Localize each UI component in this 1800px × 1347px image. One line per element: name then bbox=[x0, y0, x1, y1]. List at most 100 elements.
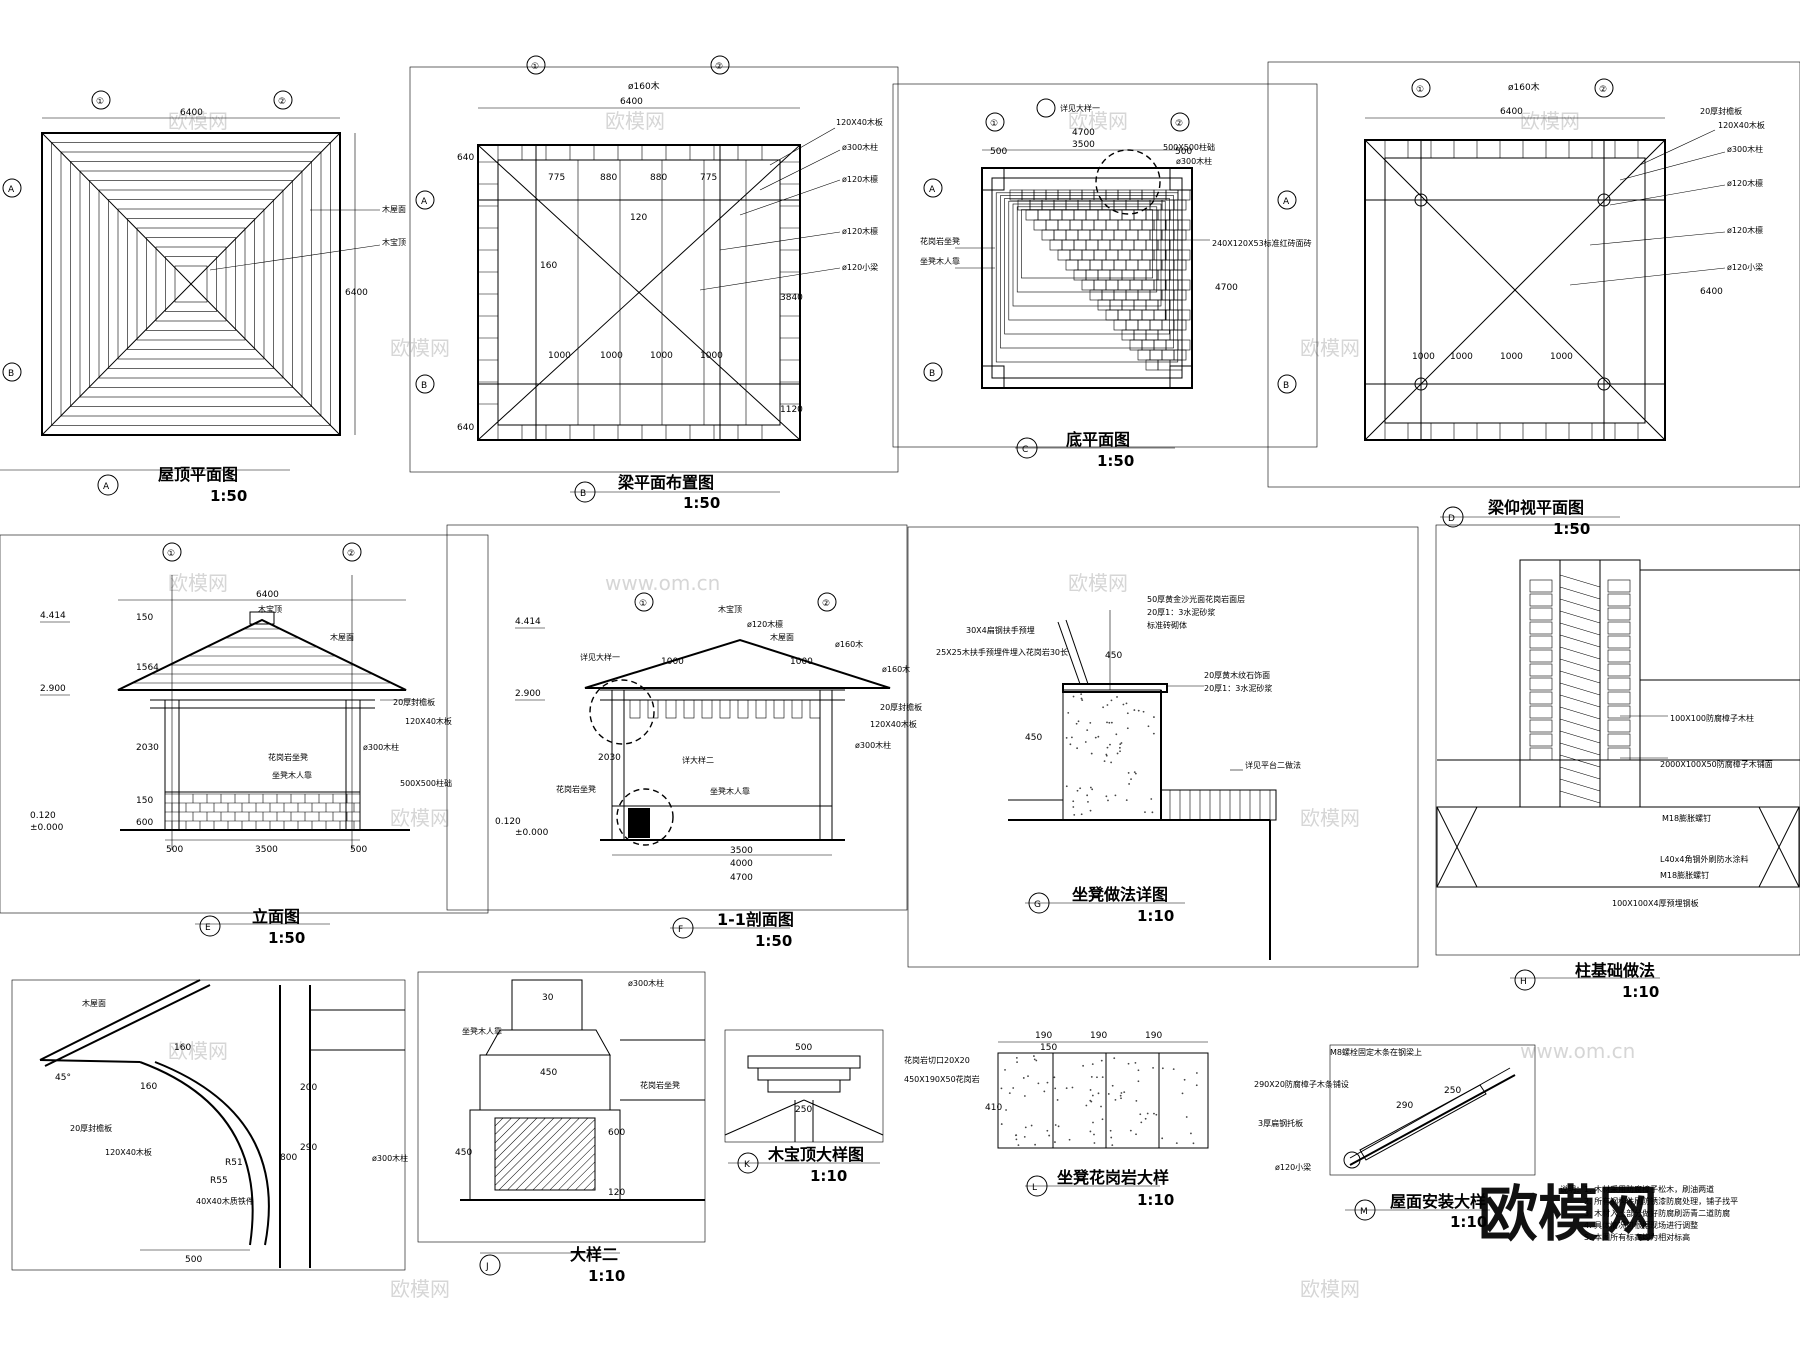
leader-label: 100X100防腐樟子木柱 bbox=[1670, 713, 1754, 723]
speckle bbox=[1126, 712, 1129, 715]
brick bbox=[1133, 329, 1147, 341]
hatch bbox=[1559, 766, 1601, 780]
brick bbox=[1025, 209, 1039, 221]
hatch bbox=[1559, 754, 1601, 768]
brick bbox=[1165, 219, 1179, 231]
brick bbox=[1113, 289, 1127, 301]
brick bbox=[1157, 239, 1171, 251]
dim-text: 6400 bbox=[620, 97, 643, 107]
leader-label: 120X40木板 bbox=[405, 716, 452, 726]
speckle bbox=[1146, 1112, 1149, 1115]
brick bbox=[1097, 299, 1111, 311]
dim-text: 3500 bbox=[255, 845, 278, 855]
axis-label: ① bbox=[1416, 85, 1424, 95]
brick bbox=[1161, 259, 1175, 271]
brick bbox=[1045, 219, 1059, 231]
hatch bbox=[1559, 706, 1601, 720]
frame bbox=[1267, 61, 1800, 488]
drawing-title: 大样二 bbox=[570, 1245, 618, 1264]
leader-label: L40x4角钢外刷防水涂料 bbox=[1660, 854, 1748, 864]
brick bbox=[1069, 249, 1083, 261]
speckle bbox=[1107, 799, 1109, 802]
drawing-marker bbox=[479, 1254, 501, 1276]
frame bbox=[417, 971, 706, 1243]
brick bbox=[1607, 691, 1631, 705]
dim-text: 880 bbox=[650, 173, 667, 183]
speckle bbox=[1109, 743, 1111, 746]
brick bbox=[1607, 705, 1631, 719]
brick bbox=[1101, 289, 1115, 301]
brick bbox=[1125, 319, 1139, 331]
brick bbox=[1133, 269, 1147, 281]
dim-text: 150 bbox=[136, 613, 153, 623]
speckle bbox=[1109, 1129, 1112, 1132]
brick bbox=[1145, 209, 1159, 221]
hatch bbox=[1559, 790, 1601, 804]
note-line: 2. 所有钢构件刷防锈漆防腐处理，铺子找平 bbox=[1584, 1196, 1738, 1206]
leader-label: 木屋面 bbox=[382, 204, 406, 214]
speckle bbox=[1116, 696, 1118, 698]
drawing-title: 立面图 bbox=[252, 907, 300, 926]
granite-speckle bbox=[1000, 1055, 1198, 1147]
drawing-scale: 1:50 bbox=[755, 932, 792, 950]
brick bbox=[1607, 663, 1631, 677]
hatch bbox=[1559, 682, 1601, 696]
brick bbox=[1101, 229, 1115, 241]
leader-label: ø160木 bbox=[628, 80, 660, 92]
leader-label: 20厚封檐板 bbox=[1700, 106, 1742, 116]
brick bbox=[1141, 309, 1155, 321]
dim-text: 1000 bbox=[1450, 352, 1473, 362]
speckle bbox=[1133, 709, 1136, 711]
axis-marker bbox=[634, 592, 654, 612]
speckle bbox=[1089, 809, 1092, 812]
drawing-finial-detail: 500 250 K 木宝顶大样图 1:10 bbox=[724, 1029, 884, 1185]
leader-label: 木宝顶 bbox=[718, 604, 742, 614]
slat bbox=[701, 699, 713, 719]
leader-label: 450X190X50花岗岩 bbox=[904, 1074, 980, 1084]
speckle bbox=[1034, 1143, 1036, 1146]
speckle bbox=[1190, 1132, 1192, 1135]
speckle bbox=[1014, 1134, 1017, 1137]
brick bbox=[1109, 239, 1123, 251]
speckle bbox=[1101, 1076, 1104, 1079]
brick bbox=[1033, 219, 1047, 231]
speckle bbox=[1119, 743, 1122, 746]
leader-label: R55 bbox=[210, 1176, 228, 1186]
floor-step bbox=[995, 192, 1179, 363]
brick bbox=[1145, 329, 1159, 341]
frame bbox=[892, 83, 1318, 448]
elevation-mark: 2.900 bbox=[40, 684, 66, 694]
general-notes: 说明：1. 木材采用防腐樟子松木，刷油两道 2. 所有钢构件刷防锈漆防腐处理，铺… bbox=[1560, 1184, 1738, 1242]
speckle bbox=[1037, 1082, 1040, 1085]
axis-marker bbox=[526, 55, 546, 75]
drawing-title: 坐凳花岗岩大样 bbox=[1057, 1168, 1169, 1187]
speckle bbox=[1080, 697, 1083, 700]
seat-top bbox=[1062, 683, 1168, 693]
drawing-title: 柱基础做法 bbox=[1575, 961, 1655, 980]
brick bbox=[1177, 249, 1191, 261]
axis-label: ① bbox=[531, 62, 539, 72]
dim-text: 6400 bbox=[180, 108, 203, 118]
speckle bbox=[1096, 1076, 1098, 1079]
brick bbox=[1529, 733, 1553, 747]
brick bbox=[1121, 299, 1135, 311]
speckle bbox=[1053, 1076, 1056, 1079]
brick bbox=[1149, 229, 1163, 241]
brick bbox=[1077, 259, 1091, 271]
brick bbox=[1173, 259, 1187, 271]
drawing-section: 3500 4000 4700 1000 1000 2030 4.414 2.90… bbox=[446, 524, 922, 950]
brick bbox=[1129, 339, 1143, 351]
leader-label: ø120小梁 bbox=[842, 263, 878, 272]
leader-label: 120X40木板 bbox=[870, 719, 917, 729]
brick bbox=[1057, 249, 1071, 261]
drawing-marker-letter: F bbox=[678, 925, 683, 935]
drawing-floor-plan: 3500 4700 500 500 4700 240X120X53标准红砖面砖 … bbox=[892, 83, 1318, 470]
speckle bbox=[1111, 1084, 1114, 1087]
slat bbox=[737, 699, 749, 719]
elevation-mark: 4.414 bbox=[40, 611, 66, 621]
slat bbox=[719, 699, 731, 719]
brick bbox=[1117, 279, 1131, 291]
floor-step bbox=[1000, 195, 1174, 349]
watermark-logo: 欧模网 bbox=[1478, 1180, 1658, 1250]
brick bbox=[1169, 239, 1183, 251]
